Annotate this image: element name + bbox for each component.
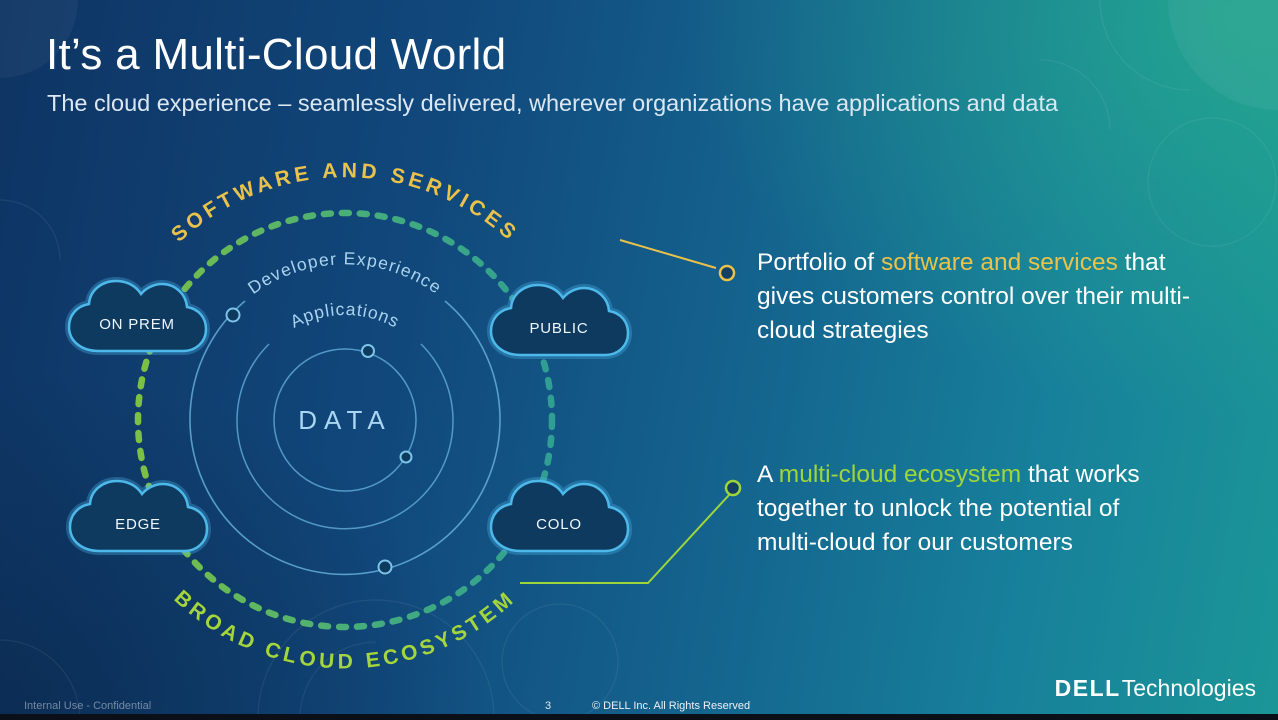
ring-node <box>399 450 413 464</box>
dell-technologies-logo: DELLTechnologies <box>1055 675 1256 702</box>
cloud-label-colo: COLO <box>536 516 582 533</box>
dell-wordmark: DELL <box>1054 675 1121 701</box>
applications-ring <box>236 343 454 530</box>
pattern-arc <box>0 639 81 720</box>
footer-classification: Internal Use - Confidential <box>24 700 152 712</box>
diagram-center-label: DATA <box>298 405 391 435</box>
footer-copyright: © DELL Inc. All Rights Reserved <box>592 700 751 712</box>
connector-line <box>619 239 717 269</box>
pattern-arc <box>257 599 377 719</box>
callout-text: that works together to unlock the potent… <box>757 461 1140 556</box>
cloud-label-public: PUBLIC <box>530 320 589 337</box>
slide-subtitle: The cloud experience – seamlessly delive… <box>47 90 1059 116</box>
pattern-arc <box>0 199 61 261</box>
slide-title: It’s a Multi-Cloud World <box>46 30 507 79</box>
ring-nodes <box>225 307 413 575</box>
callout-multicloud-ecosystem: A multi-cloud ecosystem that works toget… <box>757 458 1157 559</box>
callout-text: that gives customers control over their … <box>757 249 1190 344</box>
dotted-ecosystem-ring <box>134 209 556 631</box>
ring-node <box>361 344 375 358</box>
pattern-quarter <box>0 0 78 78</box>
arc-label-software-and-services: SOFTWARE AND SERVICES <box>167 159 523 246</box>
footer-page-number: 3 <box>545 700 552 712</box>
callout-connector-green <box>520 479 742 584</box>
callout-highlight-green: multi-cloud ecosystem <box>778 461 1022 488</box>
ring-node <box>225 307 241 323</box>
ring-label-applications: Applications <box>287 299 403 332</box>
inner-rings <box>189 300 501 576</box>
callout-text: A <box>757 461 779 488</box>
data-ring <box>273 348 417 492</box>
cloud-label-on-prem: ON PREM <box>99 316 175 333</box>
connector-bullet-green <box>724 479 742 497</box>
callout-connector-yellow <box>619 239 736 282</box>
ring-label-developer-experience: Developer Experience <box>244 248 446 298</box>
cloud-edge: EDGE <box>70 481 207 551</box>
pattern-arc <box>1099 0 1191 91</box>
cloud-on-prem: ON PREM <box>69 281 206 351</box>
ring-node <box>377 559 393 575</box>
pattern-arc <box>1039 59 1111 131</box>
callout-text: Portfolio of <box>757 249 881 276</box>
callout-highlight-yellow: software and services <box>880 249 1118 276</box>
connector-line <box>520 494 730 584</box>
developer-experience-ring <box>189 300 501 576</box>
pattern-circle <box>1147 117 1277 247</box>
cloud-public: PUBLIC <box>491 285 628 355</box>
cloud-colo: COLO <box>491 481 628 551</box>
pattern-arc <box>375 599 495 719</box>
pattern-circle <box>501 603 619 720</box>
technologies-wordmark: Technologies <box>1121 675 1256 701</box>
callout-software-services: Portfolio of software and services that … <box>757 246 1195 347</box>
cloud-label-edge: EDGE <box>115 516 161 533</box>
connector-bullet-yellow <box>718 264 736 282</box>
bottom-edge-bar <box>0 714 1278 720</box>
pattern-arc <box>299 641 377 719</box>
pattern-quarter <box>1168 0 1278 110</box>
